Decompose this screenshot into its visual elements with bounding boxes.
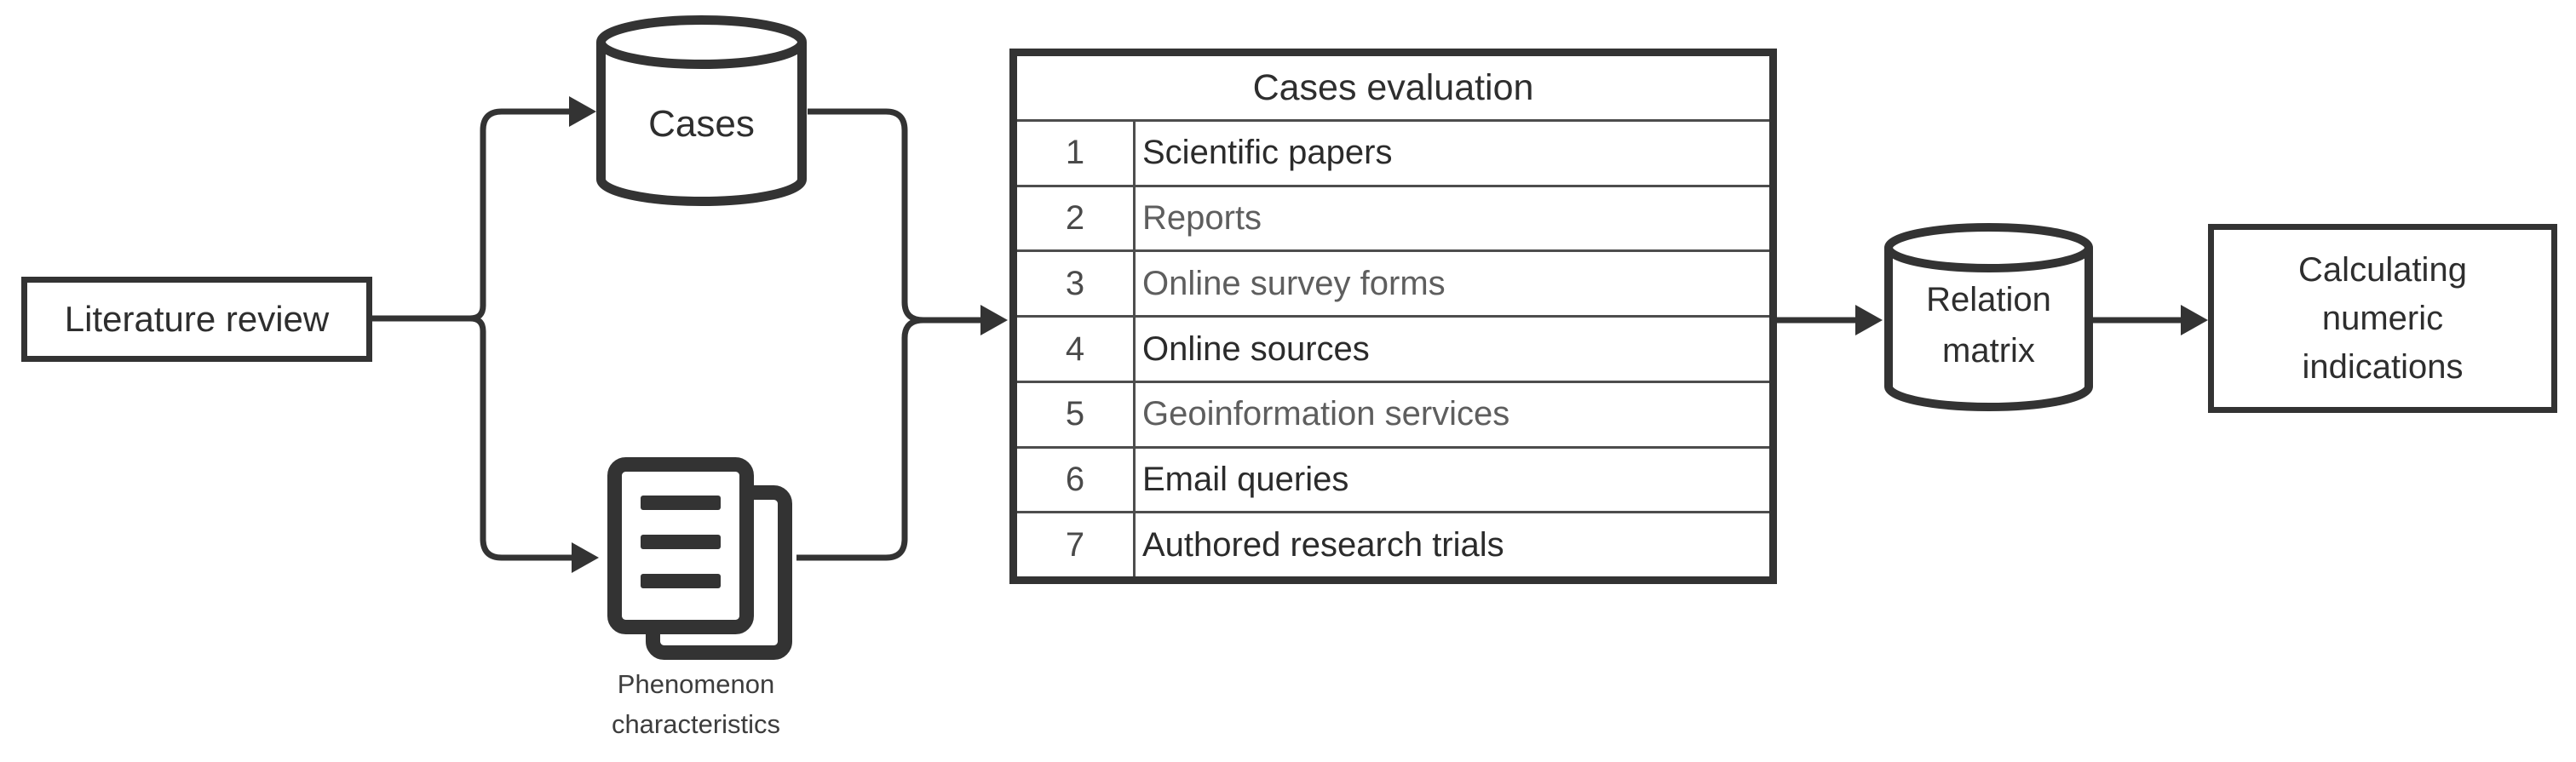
arrowhead-icon bbox=[1855, 305, 1883, 335]
table-row-label: Authored research trials bbox=[1142, 525, 1504, 564]
table-row: 2 Reports bbox=[1017, 186, 1769, 253]
table-row: 5 Geoinformation services bbox=[1017, 382, 1769, 449]
table-row-number: 4 bbox=[1017, 318, 1136, 381]
table-row-number: 1 bbox=[1017, 122, 1136, 185]
calculating-label-line1: Calculating bbox=[2298, 250, 2467, 289]
arrowhead-icon bbox=[569, 96, 596, 127]
calculating-node: Calculating numeric indications bbox=[2208, 224, 2557, 413]
table-row-label: Reports bbox=[1142, 199, 1262, 238]
phenomenon-label-line1: Phenomenon bbox=[617, 669, 775, 699]
cases-table-rows: 1 Scientific papers 2 Reports 3 Online s… bbox=[1017, 122, 1769, 577]
table-row-label: Online sources bbox=[1142, 329, 1370, 368]
calculating-label-line2: numeric bbox=[2321, 299, 2444, 337]
cases-evaluation-table: Cases evaluation 1 Scientific papers 2 R… bbox=[1009, 49, 1777, 584]
table-row-number: 5 bbox=[1017, 382, 1136, 446]
table-row: 4 Online sources bbox=[1017, 318, 1769, 383]
table-row-number: 6 bbox=[1017, 448, 1136, 512]
connector-line bbox=[372, 108, 571, 322]
table-row-number: 2 bbox=[1017, 186, 1136, 250]
relation-matrix-label-line2: matrix bbox=[1942, 332, 2035, 370]
table-row: 3 Online survey forms bbox=[1017, 252, 1769, 318]
calculating-label-line3: indications bbox=[2302, 347, 2464, 386]
table-row: 6 Email queries bbox=[1017, 448, 1769, 514]
documents-icon bbox=[607, 457, 792, 660]
cases-db-label: Cases bbox=[648, 103, 755, 145]
literature-review-node: Literature review bbox=[21, 277, 372, 362]
cases-evaluation-table-title: Cases evaluation bbox=[1017, 56, 1769, 122]
phenomenon-label-line2: characteristics bbox=[611, 709, 781, 739]
connector-line bbox=[372, 315, 573, 561]
database-cylinder-icon bbox=[1884, 223, 2093, 411]
connector-line bbox=[796, 317, 924, 561]
relation-matrix-label-line1: Relation bbox=[1926, 281, 2051, 318]
database-cylinder-icon bbox=[596, 15, 807, 206]
literature-review-label: Literature review bbox=[64, 299, 330, 339]
connector-line bbox=[808, 108, 982, 324]
arrowhead-icon bbox=[2181, 305, 2208, 335]
arrowhead-icon bbox=[980, 305, 1008, 335]
arrowhead-icon bbox=[572, 542, 599, 573]
table-row-label: Scientific papers bbox=[1142, 134, 1393, 172]
relation-matrix-label: Relation matrix bbox=[1884, 274, 2093, 376]
table-row: 1 Scientific papers bbox=[1017, 122, 1769, 187]
table-row-label: Online survey forms bbox=[1142, 264, 1446, 302]
table-row: 7 Authored research trials bbox=[1017, 513, 1769, 577]
table-row-number: 7 bbox=[1017, 513, 1136, 577]
table-row-label: Email queries bbox=[1142, 460, 1349, 498]
table-row-label: Geoinformation services bbox=[1142, 395, 1510, 433]
table-row-number: 3 bbox=[1017, 252, 1136, 316]
phenomenon-docs-label: Phenomenon characteristics bbox=[543, 663, 849, 745]
